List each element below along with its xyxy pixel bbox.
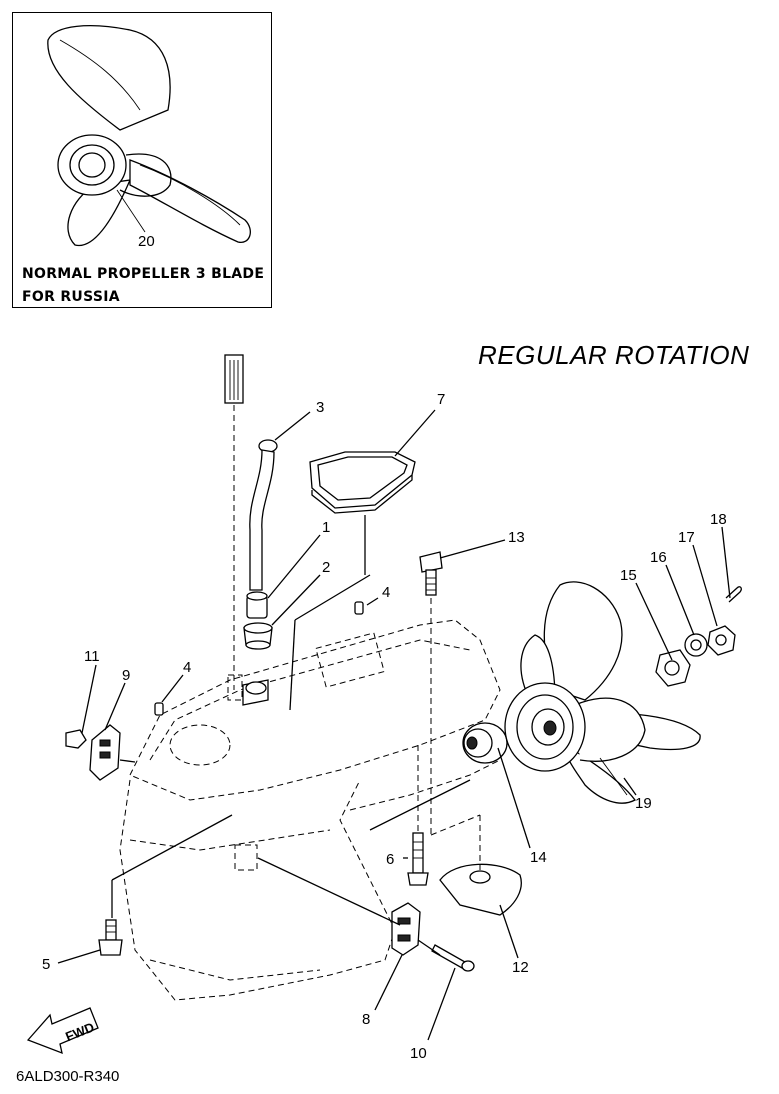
part-13-bolt bbox=[419, 551, 443, 835]
callout-13: 13 bbox=[508, 529, 525, 546]
inset-caption-line1: NORMAL PROPELLER 3 BLADE bbox=[22, 266, 265, 282]
part-4-dowel-left bbox=[154, 702, 164, 716]
callout-1: 1 bbox=[322, 519, 330, 536]
part-18-cotter-pin bbox=[725, 586, 742, 603]
part-14-seal bbox=[462, 722, 508, 764]
callout-11: 11 bbox=[84, 648, 100, 665]
inset-caption-line2: FOR RUSSIA bbox=[22, 289, 120, 305]
part-11-nut bbox=[65, 729, 87, 749]
callout-3: 3 bbox=[316, 399, 324, 416]
inset-propeller-illustration bbox=[47, 25, 251, 246]
part-15-spacer bbox=[655, 649, 691, 687]
fwd-arrow: FWD bbox=[26, 1007, 99, 1055]
callout-14: 14 bbox=[530, 849, 547, 866]
callout-15: 15 bbox=[620, 567, 637, 584]
part-8-anode bbox=[391, 902, 421, 956]
part-17-nut bbox=[707, 625, 736, 656]
callout-8: 8 bbox=[362, 1011, 370, 1028]
part-1-2-grommets bbox=[243, 591, 273, 650]
part-5-bolt bbox=[98, 814, 233, 956]
part-16-washer bbox=[684, 633, 708, 657]
callout-18: 18 bbox=[710, 511, 727, 528]
part-9-anode bbox=[89, 724, 121, 781]
leader-lines bbox=[57, 409, 731, 1041]
callout-4-right: 4 bbox=[382, 584, 390, 601]
callout-5: 5 bbox=[42, 956, 50, 973]
inset-caption: NORMAL PROPELLER 3 BLADE FOR RUSSIA bbox=[22, 263, 264, 309]
part-10-screw bbox=[431, 944, 475, 972]
callout-10: 10 bbox=[410, 1045, 427, 1062]
callout-19: 19 bbox=[635, 795, 652, 812]
inset-frame bbox=[12, 12, 272, 308]
callout-9: 9 bbox=[122, 667, 130, 684]
main-propeller-illustration bbox=[504, 581, 701, 804]
part-4-dowel-right bbox=[354, 601, 364, 615]
part-3-water-tube bbox=[249, 439, 278, 591]
lower-casing-illustration bbox=[119, 619, 501, 1001]
callout-4-left: 4 bbox=[183, 659, 191, 676]
callout-7: 7 bbox=[437, 391, 445, 408]
callout-16: 16 bbox=[650, 549, 667, 566]
part-7-gasket bbox=[309, 451, 416, 514]
callout-20: 20 bbox=[138, 233, 155, 250]
diagram-code: 6ALD300-R340 bbox=[16, 1068, 120, 1085]
callout-17: 17 bbox=[678, 529, 695, 546]
page-title: REGULAR ROTATION bbox=[478, 340, 750, 370]
drive-shaft-illustration bbox=[224, 354, 269, 706]
callout-12: 12 bbox=[512, 959, 529, 976]
part-6-bolt bbox=[407, 745, 429, 886]
callout-2: 2 bbox=[322, 559, 330, 576]
part-12-trim-tab bbox=[430, 814, 522, 916]
callout-6: 6 bbox=[386, 851, 394, 868]
